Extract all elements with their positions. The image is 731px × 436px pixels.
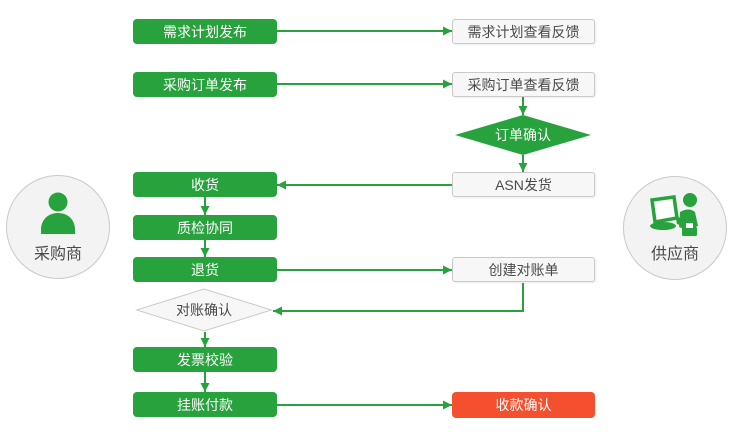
node-account-payment: 挂账付款: [133, 392, 277, 417]
node-invoice-verify: 发票校验: [133, 347, 277, 372]
node-asn-ship: ASN发货: [452, 172, 595, 197]
node-quality-collab: 质检协同: [133, 215, 277, 240]
node-create-statement: 创建对账单: [452, 257, 595, 282]
actor-supplier: 供应商: [623, 176, 727, 280]
connector-statement-to-reconfirm: [273, 283, 524, 316]
node-po-feedback: 采购订单查看反馈: [452, 72, 595, 97]
node-demand-plan-feedback: 需求计划查看反馈: [452, 19, 595, 44]
node-label: 对账确认: [176, 302, 232, 318]
actor-buyer: 采购商: [6, 175, 110, 279]
node-reconciliation-confirm: 对账确认: [135, 288, 273, 332]
node-order-confirm: 订单确认: [455, 115, 591, 155]
node-demand-plan-publish: 需求计划发布: [133, 19, 277, 44]
person-at-computer-icon: [650, 193, 698, 236]
node-label: 订单确认: [495, 127, 551, 143]
person-icon: [41, 192, 75, 234]
node-receive-goods: 收货: [133, 172, 277, 197]
node-return-goods: 退货: [133, 257, 277, 282]
actor-buyer-label: 采购商: [33, 246, 82, 263]
node-payment-confirm: 收款确认: [452, 392, 595, 418]
node-po-publish: 采购订单发布: [133, 72, 277, 97]
diamond-shape: [135, 288, 273, 332]
actor-supplier-label: 供应商: [650, 246, 699, 263]
diamond-shape: [455, 115, 591, 155]
